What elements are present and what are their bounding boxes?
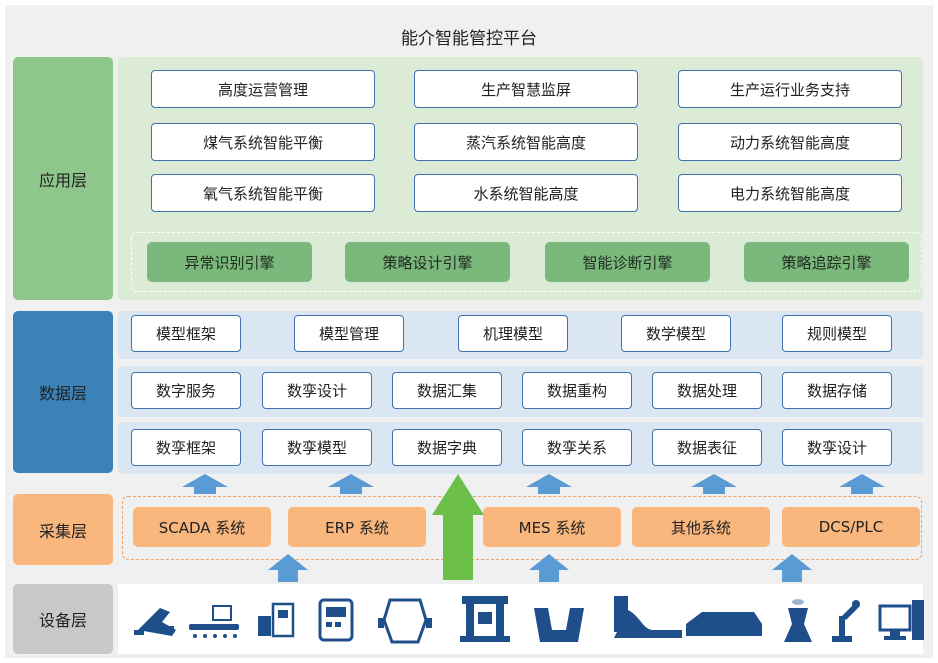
engine-anomaly-detection: 异常识别引擎 xyxy=(147,242,312,282)
ladle-icon xyxy=(534,608,584,642)
cooling-tower-icon xyxy=(784,599,812,642)
up-arrow-icon xyxy=(529,554,569,582)
data-layer-label: 数据层 xyxy=(13,311,113,473)
workstation-icon xyxy=(878,600,924,640)
data-dictionary: 数据字典 xyxy=(392,429,502,466)
converter-icon xyxy=(378,598,432,644)
app-monitor-screen: 生产智慧监屏 xyxy=(414,70,638,108)
data-storage: 数据存储 xyxy=(782,372,892,409)
data-twin-relation: 数孪关系 xyxy=(522,429,632,466)
equipment-layer-label: 设备层 xyxy=(13,584,113,654)
data-digital-service: 数字服务 xyxy=(131,372,241,409)
collection-group-border xyxy=(122,496,922,560)
source-dcs-plc: DCS/PLC xyxy=(782,507,920,547)
app-ops-management: 高度运营管理 xyxy=(151,70,375,108)
collection-layer-label: 采集层 xyxy=(13,494,113,565)
app-gas-balance: 煤气系统智能平衡 xyxy=(151,123,375,161)
data-twin-design-2: 数孪设计 xyxy=(782,429,892,466)
engine-strategy-design: 策略设计引擎 xyxy=(345,242,510,282)
app-steam-dispatch: 蒸汽系统智能高度 xyxy=(414,123,638,161)
source-other: 其他系统 xyxy=(632,507,770,547)
engine-diagnosis: 智能诊断引擎 xyxy=(545,242,710,282)
meter-icon xyxy=(318,598,354,642)
source-scada: SCADA 系统 xyxy=(133,507,271,547)
app-operation-support: 生产运行业务支持 xyxy=(678,70,902,108)
rolling-line-icon xyxy=(614,596,682,638)
data-rule-model: 规则模型 xyxy=(782,315,892,352)
main-data-arrow-icon xyxy=(432,474,484,580)
data-model-framework: 模型框架 xyxy=(131,315,241,352)
data-model-management: 模型管理 xyxy=(294,315,404,352)
source-mes: MES 系统 xyxy=(483,507,621,547)
up-arrow-icon xyxy=(772,554,812,582)
data-twin-framework: 数孪框架 xyxy=(131,429,241,466)
data-twin-model: 数孪模型 xyxy=(262,429,372,466)
robot-arm-icon xyxy=(832,600,860,642)
data-twin-design: 数孪设计 xyxy=(262,372,372,409)
conveyor-icon xyxy=(189,605,239,638)
engine-strategy-tracking: 策略追踪引擎 xyxy=(744,242,909,282)
source-erp: ERP 系统 xyxy=(288,507,426,547)
app-electric-dispatch: 电力系统智能高度 xyxy=(678,174,902,212)
data-mechanism-model: 机理模型 xyxy=(458,315,568,352)
cnc-machine-icon xyxy=(258,602,295,638)
data-reconstruction: 数据重构 xyxy=(522,372,632,409)
data-representation: 数据表征 xyxy=(652,429,762,466)
up-arrow-icon xyxy=(328,474,374,494)
engine-group-border xyxy=(131,232,922,292)
up-arrow-icon xyxy=(182,474,228,494)
press-machine-icon xyxy=(460,596,510,642)
app-power-dispatch: 动力系统智能高度 xyxy=(678,123,902,161)
up-arrow-icon xyxy=(268,554,308,582)
data-processing: 数据处理 xyxy=(652,372,762,409)
app-oxygen-balance: 氧气系统智能平衡 xyxy=(151,174,375,212)
data-aggregation: 数据汇集 xyxy=(392,372,502,409)
data-math-model: 数学模型 xyxy=(621,315,731,352)
up-arrow-icon xyxy=(691,474,737,494)
furnace-icon xyxy=(686,612,762,636)
app-water-dispatch: 水系统智能高度 xyxy=(414,174,638,212)
up-arrow-icon xyxy=(839,474,885,494)
equipment-strip xyxy=(118,584,923,654)
camera-icon xyxy=(134,608,176,636)
up-arrow-icon xyxy=(526,474,572,494)
application-layer-label: 应用层 xyxy=(13,57,113,300)
diagram-title: 能介智能管控平台 xyxy=(401,29,537,49)
